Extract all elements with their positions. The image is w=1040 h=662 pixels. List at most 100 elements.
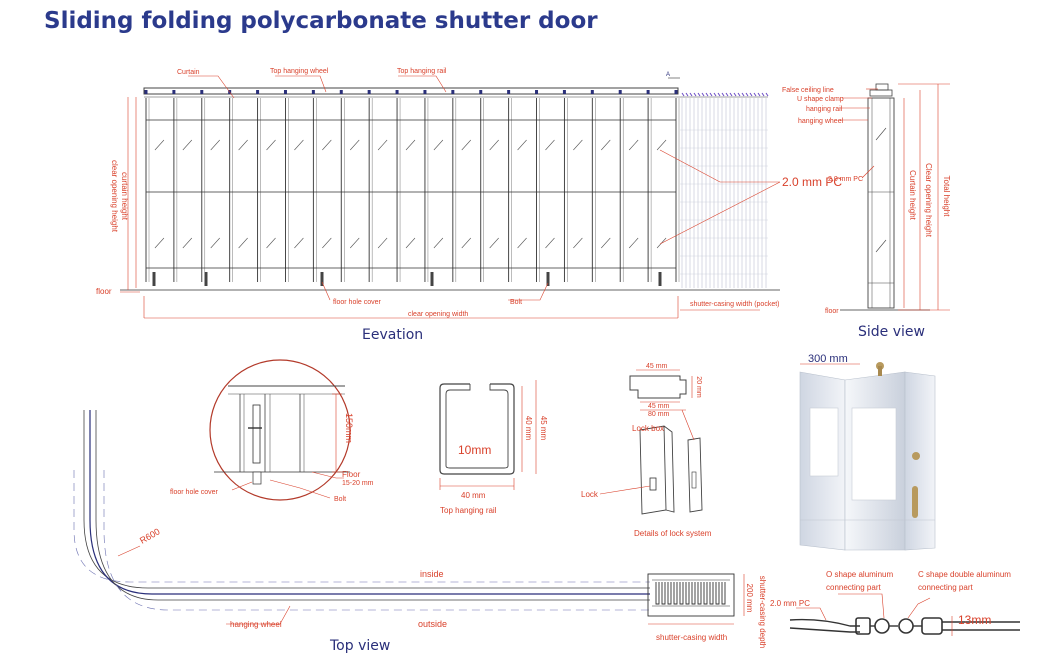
- bolt-marker: [152, 272, 156, 286]
- stack-fold: [697, 582, 702, 605]
- lock-label: Lock: [581, 490, 599, 499]
- label-top-rail: Top hanging rail: [397, 68, 447, 75]
- glass-mark: [377, 237, 388, 249]
- pocket-wheel: [757, 92, 761, 97]
- glass-mark: [656, 139, 667, 151]
- caption-top-view: Top view: [329, 638, 390, 654]
- label-clear-opening-height: clear opening height: [110, 160, 119, 233]
- glass-mark: [294, 139, 304, 151]
- detail-floor-hole-cover: floor hole cover: [170, 489, 219, 496]
- glass-mark: [210, 139, 220, 151]
- lock-dim-45a: 45 mm: [646, 363, 668, 370]
- stack-fold: [685, 582, 690, 605]
- label-clear-opening-width: clear opening width: [408, 311, 468, 318]
- side-false-ceiling: False ceiling line: [782, 87, 834, 94]
- glass-mark: [433, 237, 444, 249]
- side-hanging-rail: hanging rail: [806, 106, 843, 113]
- glass-mark: [266, 139, 276, 151]
- glass-mark: [182, 139, 193, 151]
- page-title: Sliding folding polycarbonate shutter do…: [44, 8, 598, 34]
- glass-mark: [405, 237, 416, 249]
- label-pc: 2.0 mm PC: [782, 175, 842, 189]
- wheel-marker: [311, 90, 315, 94]
- label-floor: floor: [96, 287, 112, 296]
- wheel-marker: [200, 90, 204, 94]
- glass-mark: [517, 139, 527, 151]
- rail-caption: Top hanging rail: [440, 506, 497, 515]
- pocket-wheel: [729, 92, 733, 97]
- section-mark: A: [666, 72, 670, 78]
- lock-dim-20: 20 mm: [695, 376, 702, 398]
- lock-dim-45b: 45 mm: [648, 403, 670, 410]
- glass-mark: [349, 237, 360, 249]
- glass-mark: [266, 237, 276, 249]
- glass-mark: [238, 237, 248, 249]
- glass-mark: [545, 237, 555, 249]
- wheel-marker: [479, 90, 483, 94]
- rail-dim-40h: 40 mm: [524, 416, 533, 441]
- wheel-marker: [172, 90, 176, 94]
- glass-mark: [573, 237, 583, 249]
- label-bolt: Bolt: [510, 299, 522, 306]
- top-casing-depth: shutter-casing depth: [758, 576, 767, 649]
- pocket-wheel: [685, 92, 689, 97]
- lock-detail: 45 mm 20 mm 45 mm 80 mm Lock box Lock De…: [581, 363, 712, 538]
- pocket-wheel: [725, 92, 729, 97]
- pocket-wheel: [693, 92, 697, 97]
- pocket-wheel: [737, 92, 741, 97]
- top-hanging-wheel: hanging wheel: [230, 620, 282, 629]
- pocket-stack: [680, 92, 769, 288]
- connector-detail: O shape aluminum connecting part O shape…: [770, 570, 1020, 636]
- stack-fold: [667, 582, 672, 605]
- conn-c-shape-line2: connecting part: [918, 583, 973, 592]
- casing-pocket: [647, 573, 735, 617]
- glass-mark: [461, 139, 472, 151]
- stack-fold: [661, 582, 666, 605]
- product-photo: 300 mm: [799, 353, 936, 551]
- pocket-wheel: [681, 92, 685, 97]
- wheel-marker: [590, 90, 594, 94]
- bolt-marker: [546, 272, 550, 286]
- top-r600: R600: [138, 526, 162, 545]
- floor-detail: 150mm Floor 15-20 mm floor hole cover Bo…: [170, 359, 374, 503]
- side-u-clamp: U shape clamp: [797, 96, 844, 103]
- glass-mark: [461, 237, 472, 249]
- wheel-marker: [256, 90, 260, 94]
- pocket-wheel: [697, 92, 701, 97]
- wheel-marker: [423, 90, 427, 94]
- wheel-marker: [283, 90, 287, 94]
- glass-mark: [601, 139, 611, 151]
- stack-fold: [691, 582, 696, 605]
- glass-mark: [517, 237, 527, 249]
- detail-bolt: Bolt: [334, 496, 346, 503]
- side-curtain-height: Curtain height: [908, 170, 917, 221]
- elevation-view: A Curtain Top hanging wheel Top hanging …: [96, 68, 842, 343]
- photo-dim-300: 300 mm: [808, 353, 848, 365]
- lock-caption: Details of lock system: [634, 529, 712, 538]
- rail-section: 40 mm 45 mm 10mm 40 mm Top hanging rail: [439, 380, 548, 515]
- detail-150mm: 150mm: [344, 413, 354, 443]
- stack-fold: [709, 582, 714, 605]
- stack-fold: [673, 582, 678, 605]
- label-curtain: Curtain: [177, 69, 200, 76]
- top-casing-width: shutter-casing width: [656, 633, 727, 642]
- pocket-wheel: [721, 92, 725, 97]
- conn-o-shape-line2: connecting part: [826, 583, 881, 592]
- glass-mark: [154, 139, 165, 151]
- bolt-marker: [430, 272, 434, 286]
- side-hanging-wheel: hanging wheel: [798, 118, 844, 125]
- lock-box-label: Lock box: [632, 424, 664, 433]
- detail-gap: 15-20 mm: [342, 480, 374, 487]
- pocket-wheel: [701, 92, 705, 97]
- top-dim-200: 200 mm: [745, 584, 754, 613]
- wheel-marker: [674, 90, 678, 94]
- detail-floor: Floor: [342, 470, 361, 479]
- pocket-wheel: [749, 92, 753, 97]
- glass-mark: [573, 139, 583, 151]
- rail-dim-10: 10mm: [458, 443, 491, 457]
- glass-mark: [489, 139, 499, 151]
- side-view: False ceiling line U shape clamp hanging…: [782, 83, 951, 340]
- pocket-wheel: [717, 92, 721, 97]
- side-pc: 2.0 mm PC: [828, 176, 863, 183]
- glass-mark: [489, 237, 499, 249]
